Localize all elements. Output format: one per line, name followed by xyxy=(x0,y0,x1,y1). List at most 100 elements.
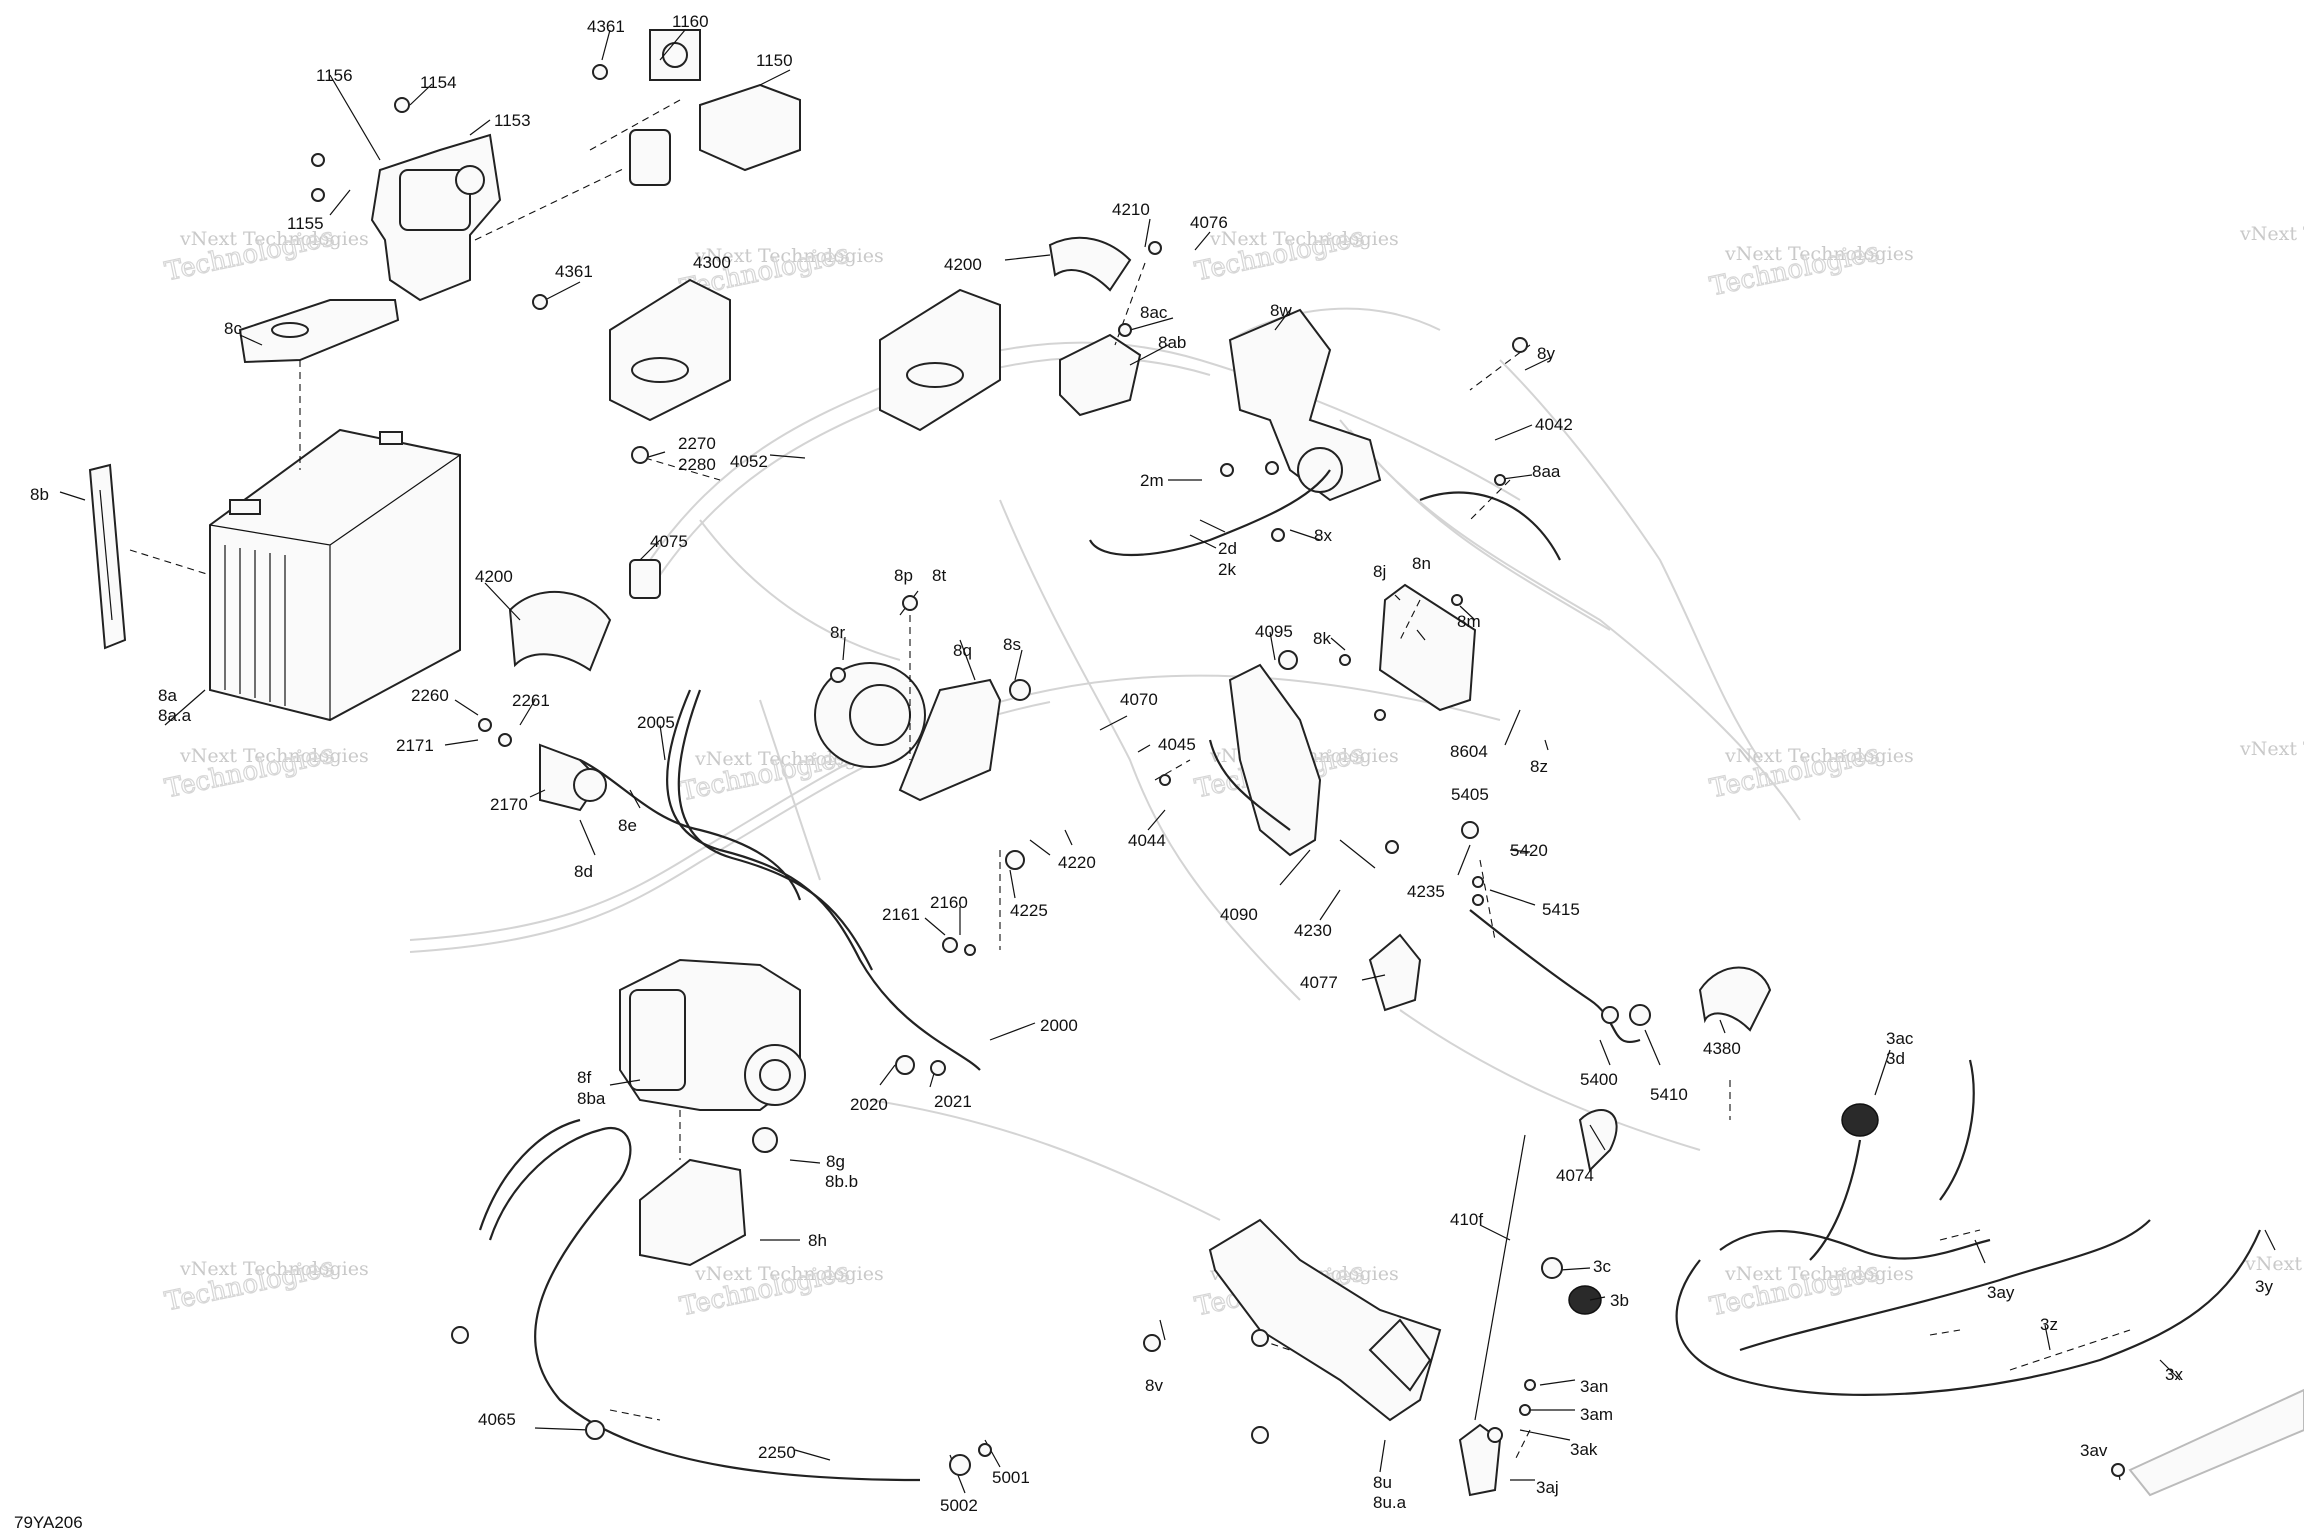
callout-label: 4235 xyxy=(1407,882,1445,901)
callout-label: 4065 xyxy=(478,1410,516,1429)
watermark-text: vNext Technologies xyxy=(1209,228,1399,250)
callout-label: 4380 xyxy=(1703,1039,1741,1058)
watermark-text: vNext Technologies xyxy=(694,245,884,267)
callout-label: 1154 xyxy=(420,73,457,92)
callout-label: 2005 xyxy=(637,713,675,732)
callout-label: 1160 xyxy=(672,12,709,31)
callout-label: 8j xyxy=(1373,562,1386,581)
callout-label: 2170 xyxy=(490,795,528,814)
parts xyxy=(88,29,2304,1497)
callout-label: 5420 xyxy=(1510,841,1548,860)
callout-label: 8a xyxy=(158,686,177,705)
callout-label: 8y xyxy=(1537,344,1555,363)
callout-label: 4052 xyxy=(730,452,768,471)
electronic-module-part xyxy=(1378,583,1477,712)
watermark-text: vNext Technologies xyxy=(694,1263,884,1285)
lower-bracket-part xyxy=(1208,1218,1442,1422)
callout-label: 4220 xyxy=(1058,853,1096,872)
frame-tubes xyxy=(409,307,1801,1221)
clamp-part xyxy=(508,590,612,672)
callout-label: 8a.a xyxy=(158,706,192,725)
callout-label: 8d xyxy=(574,862,593,881)
callout-label: 5002 xyxy=(940,1496,978,1515)
callout-label: 2250 xyxy=(758,1443,796,1462)
callout-label: 410f xyxy=(1450,1210,1483,1229)
callout-label: 1155 xyxy=(287,214,324,233)
callout-label: 5415 xyxy=(1542,900,1580,919)
mounting-bracket-part xyxy=(1228,663,1322,857)
callout-label: 8g xyxy=(826,1152,845,1171)
callout-label: 2000 xyxy=(1040,1016,1078,1035)
callout-label: 2d xyxy=(1218,539,1237,558)
callout-label: 8u.a xyxy=(1373,1493,1407,1512)
callout-label: 2m xyxy=(1140,471,1164,490)
callout-label: 8z xyxy=(1530,757,1548,776)
battery-strap-part xyxy=(88,463,127,650)
fasteners xyxy=(311,64,2125,1477)
fuse-box-part xyxy=(609,278,731,422)
callout-label: 4076 xyxy=(1190,213,1228,232)
callout-label: 3av xyxy=(2080,1441,2108,1460)
callout-label: 8v xyxy=(1145,1376,1163,1395)
callout-label: 2161 xyxy=(882,905,920,924)
control-module-part xyxy=(699,83,801,172)
callout-label: 5001 xyxy=(992,1468,1030,1487)
callout-label: 4361 xyxy=(587,17,625,36)
callout-label: 2261 xyxy=(512,691,550,710)
callout-label: 8h xyxy=(808,1231,827,1250)
callout-label: 3ak xyxy=(1570,1440,1598,1459)
callout-label: 8m xyxy=(1457,612,1481,631)
callout-label: 4361 xyxy=(555,262,593,281)
watermark-text: vNext Technologies xyxy=(1724,1263,1914,1285)
callout-label: 5400 xyxy=(1580,1070,1618,1089)
callout-label: 8b.b xyxy=(825,1172,858,1191)
watermark-text: vNext Technologies xyxy=(1724,243,1914,265)
wiring xyxy=(478,469,2262,1482)
actuator-motor-part xyxy=(1228,308,1382,502)
callout-label: 4045 xyxy=(1158,735,1196,754)
antenna-part xyxy=(1474,1134,1526,1421)
callout-label: 3am xyxy=(1580,1405,1613,1424)
callout-label: 3c xyxy=(1593,1257,1611,1276)
callout-label: 8u xyxy=(1373,1473,1392,1492)
callout-label: 4070 xyxy=(1120,690,1158,709)
callout-label: 4044 xyxy=(1128,831,1166,850)
callout-label: 4090 xyxy=(1220,905,1258,924)
figure-code: 79YA206 xyxy=(14,1513,83,1532)
leader-lines xyxy=(59,29,2276,1494)
callout-label: 8604 xyxy=(1450,742,1488,761)
callout-label: 8r xyxy=(830,623,845,642)
callout-label: 2k xyxy=(1218,560,1236,579)
callout-label: 8n xyxy=(1412,554,1431,573)
callout-label: 8q xyxy=(953,641,972,660)
callout-label: 2260 xyxy=(411,686,449,705)
callout-label: 1156 xyxy=(316,66,353,85)
callout-label: 4200 xyxy=(475,567,513,586)
heat-shield-part xyxy=(238,299,400,364)
callout-label: 4077 xyxy=(1300,973,1338,992)
callout-label: 4075 xyxy=(650,532,688,551)
callout-label: 3y xyxy=(2255,1277,2273,1296)
callout-label: 4095 xyxy=(1255,622,1293,641)
callout-labels: 1160 4361 1150 1156 1154 1153 1155 4210 … xyxy=(14,12,2273,1532)
callout-label: 4210 xyxy=(1112,200,1150,219)
callout-label: 8c xyxy=(224,319,242,338)
watermarks: vNext Technologies Technologies vNext Te… xyxy=(162,222,2304,1323)
watermark-text: vNext Technologies xyxy=(179,228,369,250)
watermark-text: vNext Technologies xyxy=(179,745,369,767)
watermark-text: vNext Technologies xyxy=(1724,745,1914,767)
callout-label: 3aj xyxy=(1536,1478,1559,1497)
callout-label: 8p xyxy=(894,566,913,585)
callout-label: 8w xyxy=(1270,301,1292,320)
callout-label: 4300 xyxy=(693,253,731,272)
battery-part xyxy=(209,428,461,722)
callout-label: 8x xyxy=(1314,526,1332,545)
callout-label: 4200 xyxy=(944,255,982,274)
dashed-alignment-lines xyxy=(129,99,2131,1461)
callout-label: 1153 xyxy=(494,111,531,130)
callout-label: 8k xyxy=(1313,629,1331,648)
callout-label: 5410 xyxy=(1650,1085,1688,1104)
callout-label: 4074 xyxy=(1556,1166,1594,1185)
callout-label: 8t xyxy=(932,566,946,585)
